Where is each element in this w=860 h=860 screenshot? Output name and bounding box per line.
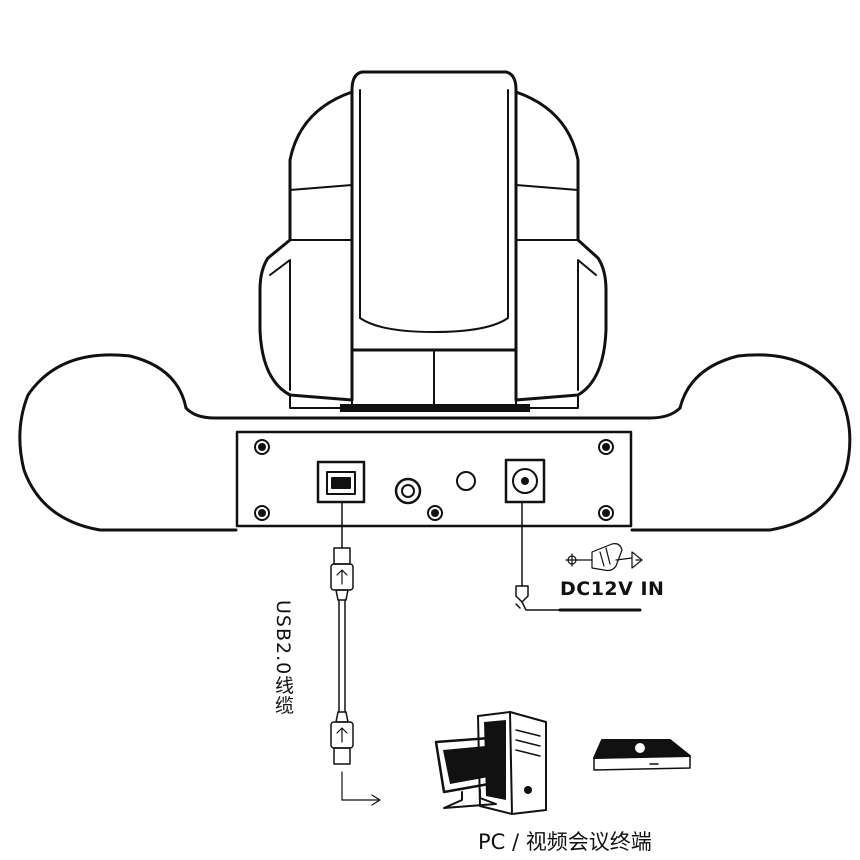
arrow-right-icon — [371, 794, 381, 806]
video-conference-terminal-icon — [593, 739, 691, 771]
audio-jack-icon — [394, 477, 422, 505]
camera-base-icon — [18, 353, 852, 532]
indicator-led-icon — [456, 471, 476, 491]
power-input-label: DC12V IN — [560, 578, 665, 600]
dc-power-port-icon — [504, 458, 546, 504]
screw-icon — [254, 439, 614, 521]
power-cable — [515, 501, 642, 612]
ptz-camera-icon — [258, 70, 608, 412]
usb-cable-label: USB2.0线缆 — [272, 600, 294, 716]
dc-plug-icon — [515, 585, 561, 611]
usb-a-connector-icon — [330, 711, 354, 765]
destination-label: PC / 视频会议终端 — [478, 830, 652, 854]
pc-tower-icon — [477, 711, 547, 815]
usb-b-port-icon — [316, 460, 366, 504]
screw-small-icon — [427, 505, 443, 521]
usb-a-connector-icon — [330, 547, 354, 601]
polarity-symbol-icon — [565, 543, 643, 572]
usb-cable — [330, 501, 381, 806]
